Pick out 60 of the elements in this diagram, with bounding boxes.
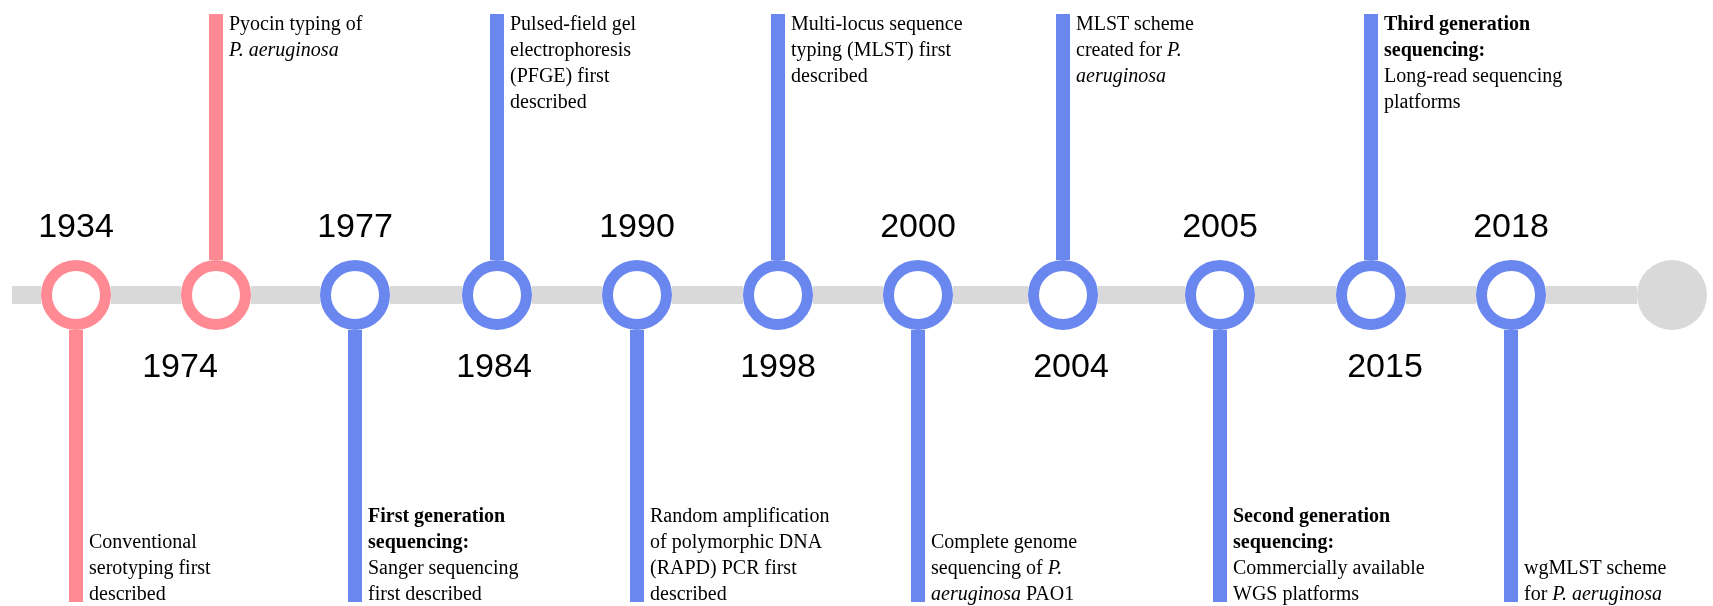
timeline-bar (532, 286, 602, 304)
milestone-description: MLST scheme created for P. aeruginosa (1076, 11, 1195, 88)
stem-line (69, 330, 83, 602)
year-label: 1998 (740, 346, 816, 384)
year-label: 2018 (1473, 206, 1549, 244)
year-label: 1990 (599, 206, 675, 244)
milestone-heading: Second generation sequencing: (1233, 503, 1392, 554)
milestone-description: Pyocin typing of P. aeruginosa (229, 11, 364, 62)
milestone-description: Sanger sequencing first described (368, 555, 520, 606)
timeline-bar (390, 286, 462, 304)
stem-line (1364, 14, 1378, 260)
year-label: 1974 (142, 346, 218, 384)
stem-line (1213, 330, 1227, 602)
timeline-bar (1098, 286, 1185, 304)
milestone-circle (462, 260, 532, 330)
stem-line (1504, 330, 1518, 602)
year-label: 1984 (456, 346, 532, 384)
milestone-circle (883, 260, 953, 330)
year-label: 1977 (317, 206, 393, 244)
milestone-circle (1185, 260, 1255, 330)
milestone-description: Commercially available WGS platforms (1233, 555, 1426, 606)
milestone-description: Conventional serotyping first described (89, 529, 212, 606)
timeline-bar (953, 286, 1028, 304)
timeline-bar (12, 286, 41, 304)
milestone-circle (743, 260, 813, 330)
year-label: 2000 (880, 206, 956, 244)
milestone-description: wgMLST scheme for P. aeruginosa (1524, 555, 1668, 606)
milestone-circle (320, 260, 390, 330)
milestone-circle (1028, 260, 1098, 330)
year-label: 2004 (1033, 346, 1109, 384)
timeline-bar (672, 286, 743, 304)
timeline-bar (1406, 286, 1476, 304)
milestone-circle (41, 260, 111, 330)
milestone-circle (602, 260, 672, 330)
milestone-description: Random amplification of polymorphic DNA (RAPD) PCR first described (650, 503, 831, 606)
stem-line (1056, 14, 1070, 260)
stem-line (911, 330, 925, 602)
stem-line (348, 330, 362, 602)
milestone-circle (1476, 260, 1546, 330)
milestone-description: Long-read sequencing platforms (1384, 63, 1564, 114)
milestone-heading: First generation sequencing: (368, 503, 507, 554)
timeline-bar (1255, 286, 1336, 304)
timeline-bar (251, 286, 320, 304)
timeline-bar (111, 286, 181, 304)
year-label: 2005 (1182, 206, 1258, 244)
milestone-heading: Third generation sequencing: (1384, 11, 1532, 62)
stem-line (209, 14, 223, 260)
timeline-bar (813, 286, 883, 304)
stem-line (490, 14, 504, 260)
stem-line (630, 330, 644, 602)
milestone-circle (1336, 260, 1406, 330)
milestone-circle (181, 260, 251, 330)
milestone-description: Complete genome sequencing of P. aeruginosa PAO1 (931, 529, 1079, 606)
timeline-bar (1546, 286, 1637, 304)
timeline-end-circle (1637, 260, 1707, 330)
year-label: 2015 (1347, 346, 1423, 384)
milestone-description: Pulsed-field gel electrophoresis (PFGE) first described (510, 11, 638, 114)
stem-line (771, 14, 785, 260)
year-label: 1934 (38, 206, 114, 244)
milestone-description: Multi-locus sequence typing (MLST) first described (791, 11, 964, 88)
